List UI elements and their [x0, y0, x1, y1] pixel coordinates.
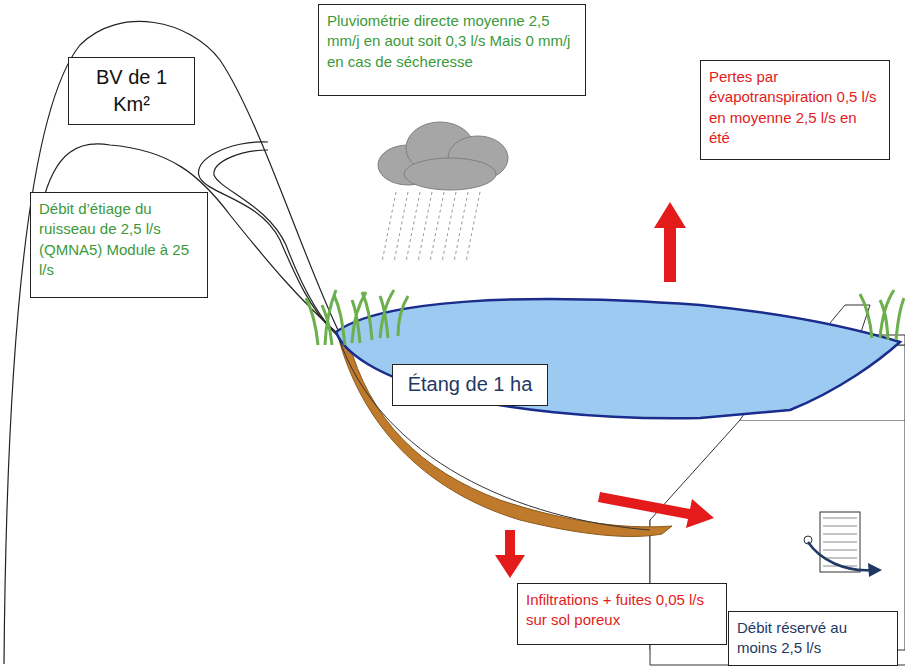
rain-note: Pluviométrie directe moyenne 2,5 mm/j en… — [318, 4, 586, 96]
note-text: Pluviométrie directe moyenne 2,5 mm/j en… — [327, 11, 577, 72]
reserved-flow-note: Débit réservé au moins 2,5 l/s — [728, 611, 898, 666]
outflow-head — [868, 563, 882, 577]
note-text: Pertes par évapotranspiration 0,5 l/s en… — [709, 67, 881, 148]
note-text: Débit d’étiage du ruisseau de 2,5 l/s (Q… — [39, 199, 199, 280]
area-box: BV de 1 Km² — [68, 57, 195, 125]
note-text: BV de 1 Km² — [77, 64, 186, 118]
outflow — [808, 542, 872, 570]
cloud — [378, 122, 508, 190]
evaporation-note: Pertes par évapotranspiration 0,5 l/s en… — [700, 60, 890, 160]
stream-note: Débit d’étiage du ruisseau de 2,5 l/s (Q… — [30, 192, 208, 298]
rain — [382, 192, 480, 262]
note-text: Débit réservé au moins 2,5 l/s — [737, 618, 889, 659]
note-text: Étang de 1 ha — [401, 371, 539, 398]
note-text: Infiltrations + fuites 0,05 l/s sur sol … — [526, 590, 718, 631]
pond-label: Étang de 1 ha — [392, 364, 548, 406]
reeds — [306, 290, 904, 345]
pond-water — [336, 299, 900, 418]
stream-bank — [198, 142, 336, 334]
catchment-outline — [4, 21, 338, 664]
infiltration-note: Infiltrations + fuites 0,05 l/s sur sol … — [517, 583, 727, 645]
stream-bank — [214, 150, 340, 338]
